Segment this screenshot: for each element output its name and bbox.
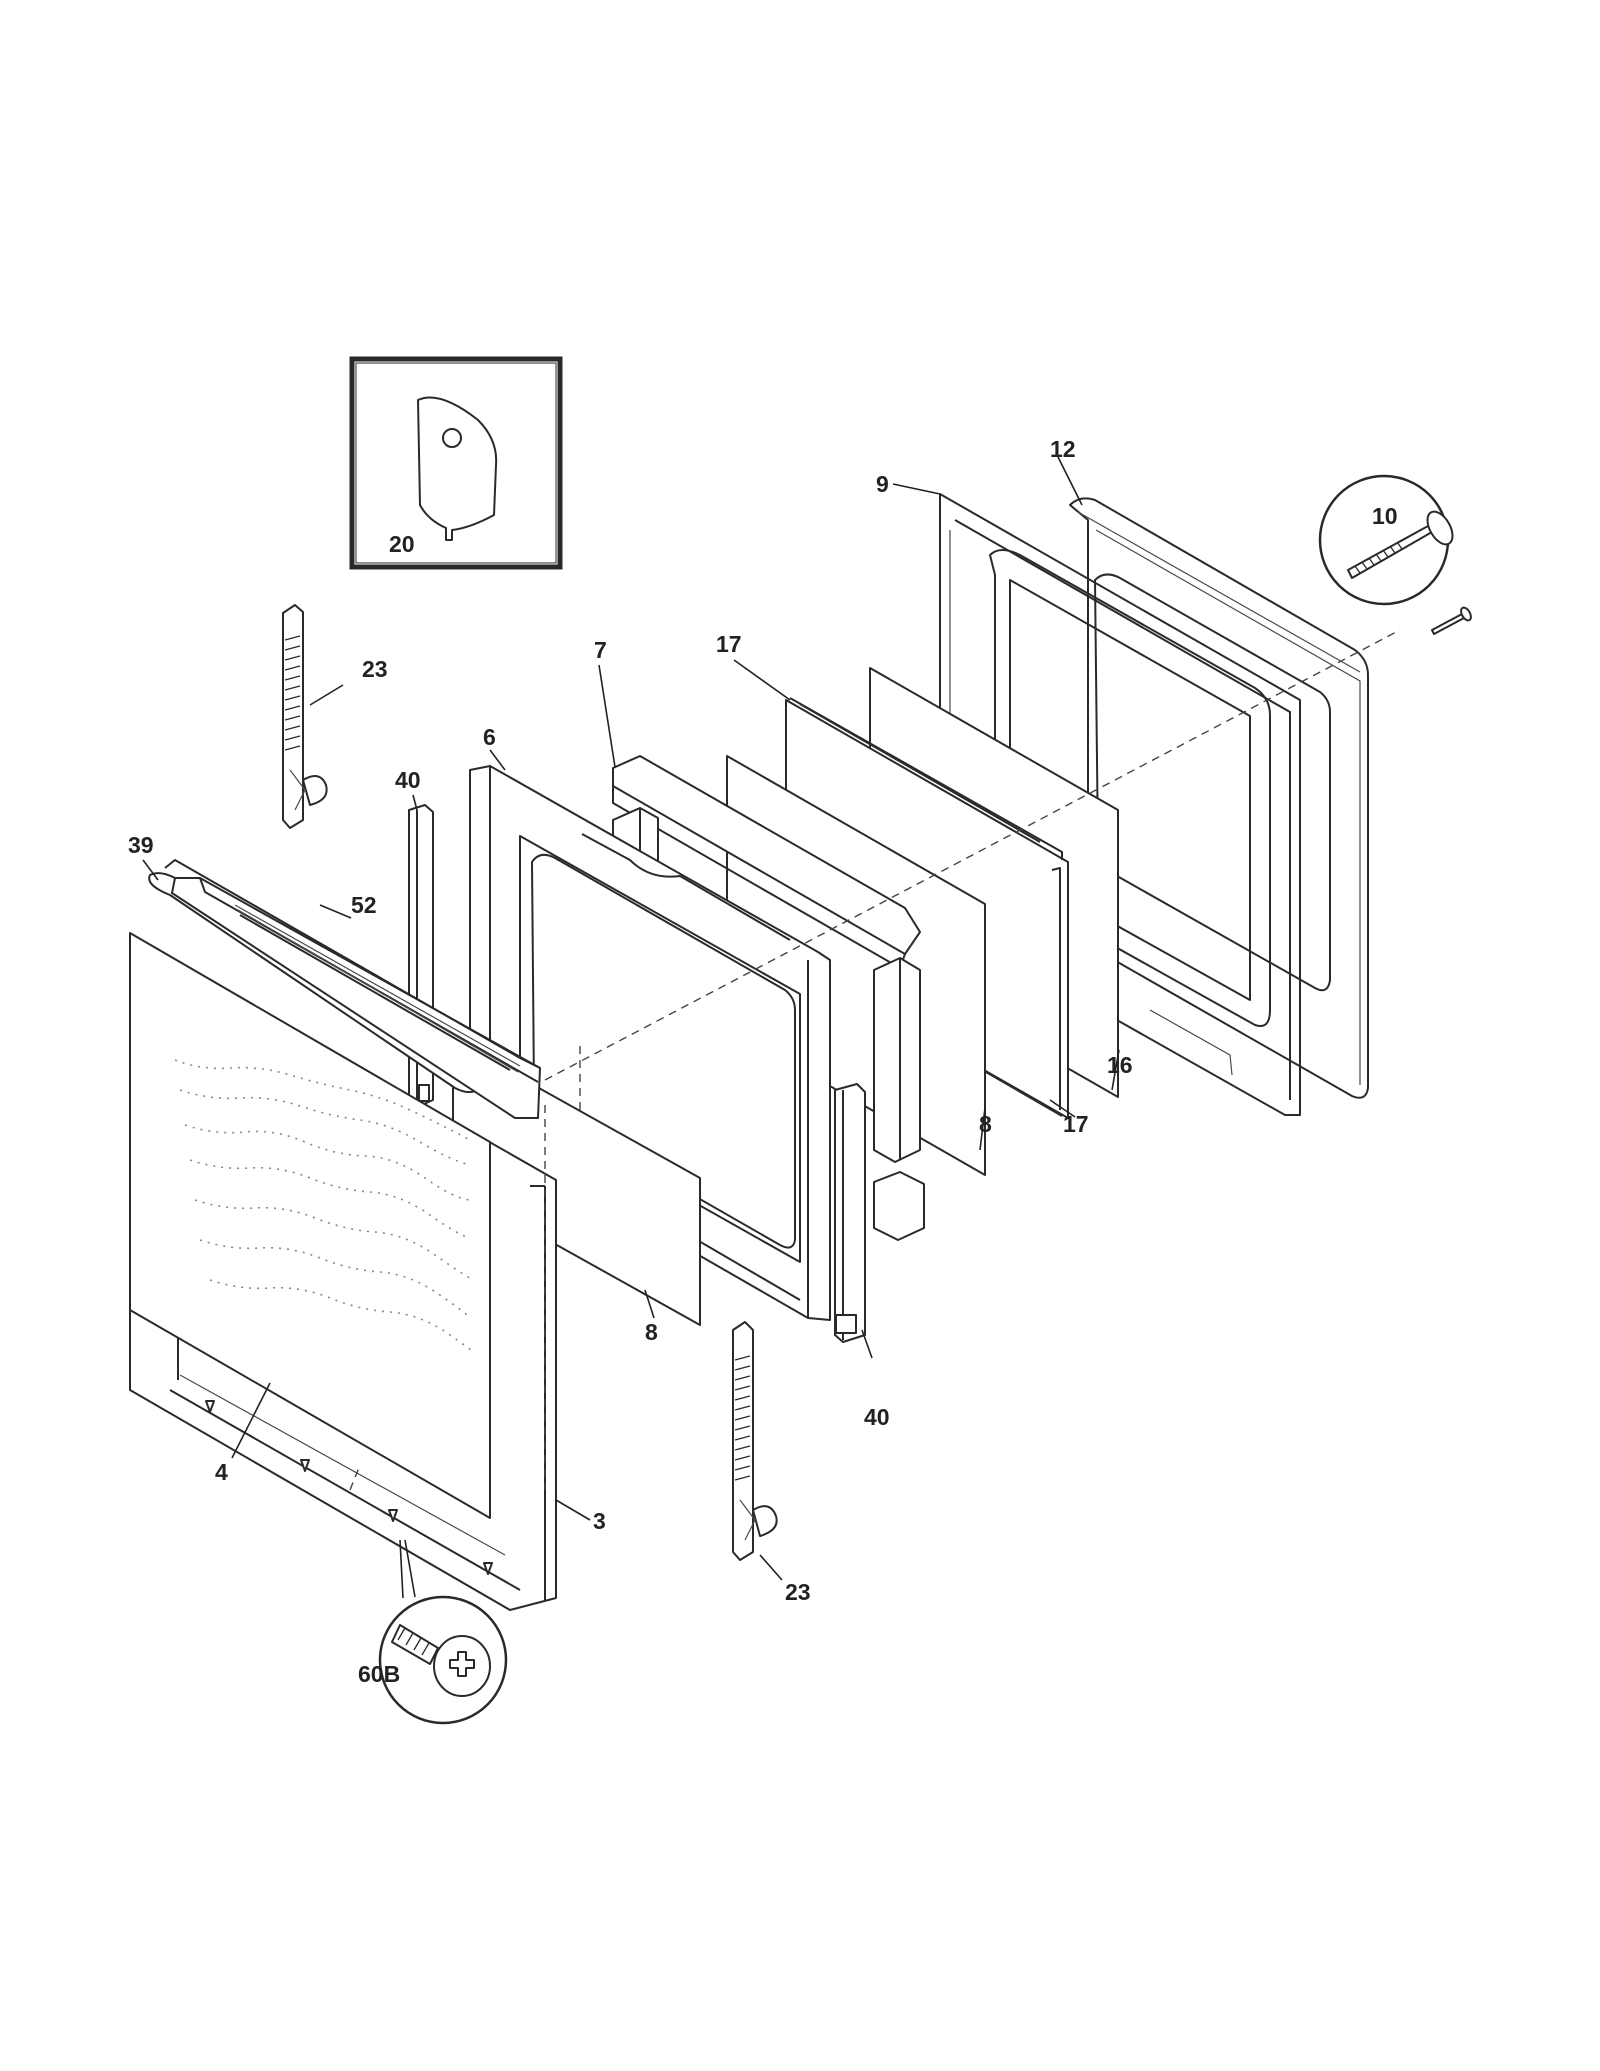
- callout-7: 7: [594, 637, 607, 663]
- callout-labels: 20 12 9 10 23 7 17 6 40 39 52 16 17 8 8 …: [128, 436, 1398, 1687]
- callout-4: 4: [215, 1459, 228, 1485]
- leader-lines: [142, 456, 1120, 1599]
- callout-8-left: 8: [645, 1319, 658, 1345]
- part-23-hinge-top: [282, 604, 328, 829]
- callout-3: 3: [593, 1508, 606, 1534]
- callout-23-top: 23: [362, 656, 388, 682]
- callout-12: 12: [1050, 436, 1076, 462]
- callout-52: 52: [351, 892, 377, 918]
- callout-60b: 60B: [358, 1661, 400, 1687]
- callout-17-bottom: 17: [1063, 1111, 1089, 1137]
- part-60b-screw-inset: [378, 1595, 508, 1725]
- part-20-inset: [349, 356, 563, 570]
- callout-6: 6: [483, 724, 496, 750]
- callout-23-bottom: 23: [785, 1579, 811, 1605]
- callout-40-bottom: 40: [864, 1404, 890, 1430]
- part-23-hinge-bottom: [732, 1321, 778, 1561]
- callout-16: 16: [1107, 1052, 1133, 1078]
- callout-20: 20: [389, 531, 415, 557]
- part-40-channel-bottom: [834, 1083, 866, 1343]
- callout-39: 39: [128, 832, 154, 858]
- part-39-52-handle: [148, 859, 541, 1119]
- part-4-front-glass: [129, 932, 491, 1519]
- callout-10: 10: [1372, 503, 1398, 529]
- callout-17-top: 17: [716, 631, 742, 657]
- alignment-lines: [349, 629, 1401, 1491]
- callout-9: 9: [876, 471, 889, 497]
- callout-8-right: 8: [979, 1111, 992, 1137]
- callout-40-top: 40: [395, 767, 421, 793]
- part-10-screw-inset: [1318, 474, 1472, 635]
- door-screws: [205, 1400, 493, 1575]
